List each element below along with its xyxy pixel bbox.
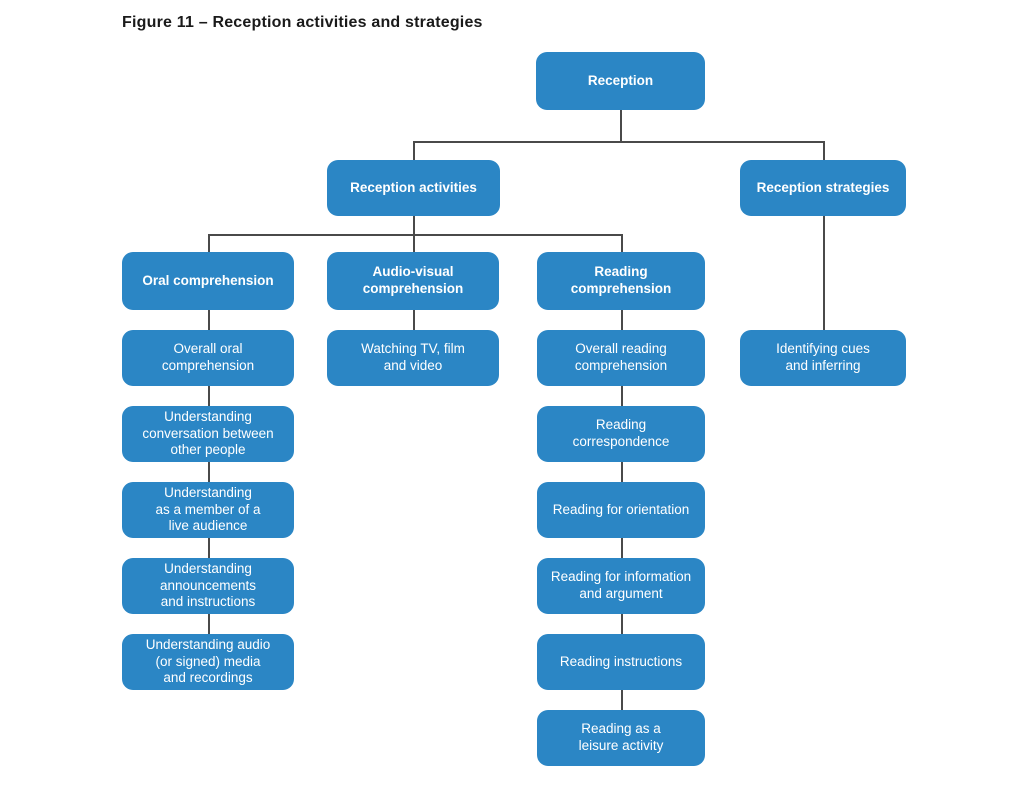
node-overall-reading-comprehension: Overall reading comprehension — [537, 330, 705, 386]
node-reading-correspondence: Reading correspondence — [537, 406, 705, 462]
node-watching-tv-film-video: Watching TV, film and video — [327, 330, 499, 386]
node-reading-instructions: Reading instructions — [537, 634, 705, 690]
connector-reading-6 — [621, 690, 623, 710]
connector-audio-visual-1 — [413, 310, 415, 330]
node-understanding-audio-media: Understanding audio (or signed) media an… — [122, 634, 294, 690]
node-reception-strategies: Reception strategies — [740, 160, 906, 216]
node-reading-for-information: Reading for information and argument — [537, 558, 705, 614]
connector-activities-stem — [413, 216, 415, 234]
figure-title: Figure 11 – Reception activities and str… — [122, 14, 483, 31]
connector-strategies-stem — [823, 216, 825, 330]
connector-reading-3 — [621, 462, 623, 482]
connector-oral-4 — [208, 538, 210, 558]
connector-to-strategies — [823, 141, 825, 160]
node-reading-comprehension: Reading comprehension — [537, 252, 705, 310]
connector-level3-rail — [208, 234, 622, 236]
node-oral-comprehension: Oral comprehension — [122, 252, 294, 310]
node-reading-leisure-activity: Reading as a leisure activity — [537, 710, 705, 766]
node-audio-visual-comprehension: Audio-visual comprehension — [327, 252, 499, 310]
node-understanding-conversation: Understanding conversation between other… — [122, 406, 294, 462]
node-overall-oral-comprehension: Overall oral comprehension — [122, 330, 294, 386]
node-reading-for-orientation: Reading for orientation — [537, 482, 705, 538]
node-reception: Reception — [536, 52, 705, 110]
connector-oral-1 — [208, 310, 210, 330]
connector-to-oral — [208, 234, 210, 252]
connector-level2-rail — [413, 141, 824, 143]
connector-oral-3 — [208, 462, 210, 482]
node-understanding-live-audience: Understanding as a member of a live audi… — [122, 482, 294, 538]
connector-to-audio-visual — [413, 234, 415, 252]
node-understanding-announcements: Understanding announcements and instruct… — [122, 558, 294, 614]
connector-reading-2 — [621, 386, 623, 406]
connector-oral-5 — [208, 614, 210, 634]
connector-to-activities — [413, 141, 415, 160]
connector-oral-2 — [208, 386, 210, 406]
node-reception-activities: Reception activities — [327, 160, 500, 216]
connector-to-reading — [621, 234, 623, 252]
connector-reading-1 — [621, 310, 623, 330]
connector-reception-stem — [620, 110, 622, 141]
connector-reading-5 — [621, 614, 623, 634]
connector-reading-4 — [621, 538, 623, 558]
node-identifying-cues-inferring: Identifying cues and inferring — [740, 330, 906, 386]
